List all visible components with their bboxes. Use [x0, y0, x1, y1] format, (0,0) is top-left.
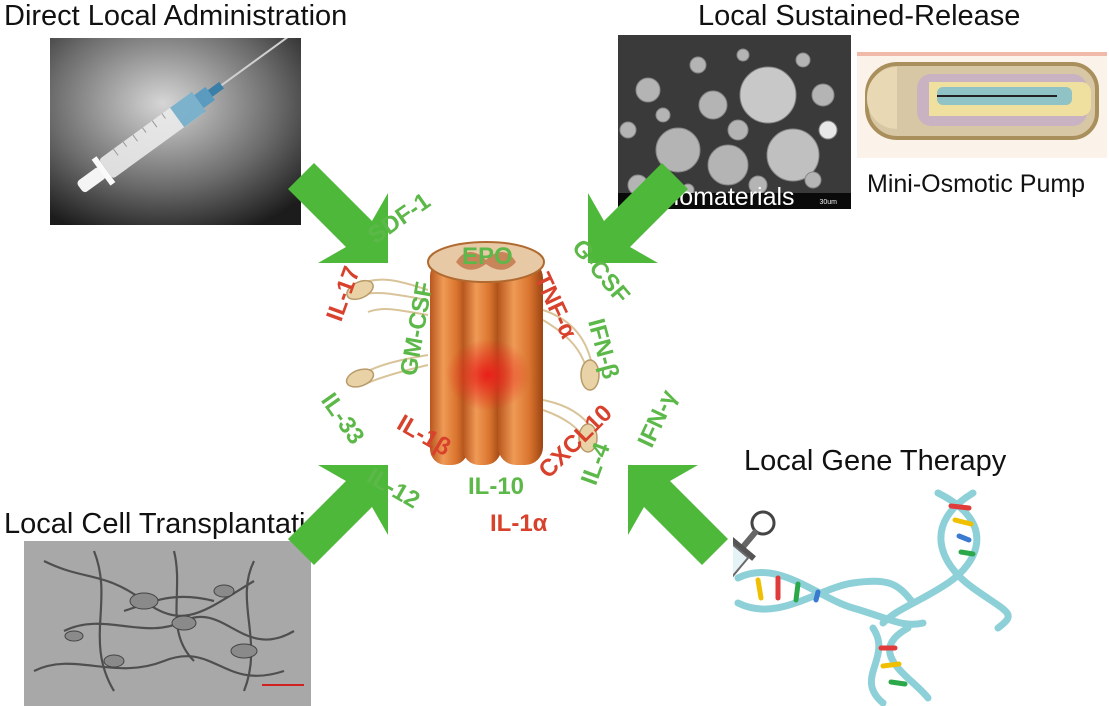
sem-scale: 30um [819, 199, 837, 206]
sustained-release-heading: Local Sustained-Release [698, 0, 1021, 32]
cytokine-il10: IL-10 [468, 473, 525, 500]
direct-administration-heading: Direct Local Administration [4, 0, 348, 32]
cytokine-ifny: IFN-γ [632, 385, 683, 452]
gene-therapy-heading: Local Gene Therapy [744, 445, 1007, 477]
gene-therapy-dna-illustration [733, 488, 1033, 706]
cell-transplantation-heading: Local Cell Transplantation [4, 508, 338, 540]
mini-osmotic-pump-caption: Mini-Osmotic Pump [867, 170, 1086, 198]
spinal-cord-illustration [338, 240, 638, 470]
cell-culture-photo [24, 541, 311, 706]
arrow-cell [288, 455, 398, 565]
mini-osmotic-pump-illustration [857, 52, 1107, 158]
cytokine-epo: EPO [462, 243, 513, 270]
syringe-photo [50, 38, 301, 225]
arrow-sustained [578, 163, 688, 273]
arrow-gene [618, 455, 728, 565]
arrow-direct [288, 163, 398, 273]
cytokine-il1a: IL-1α [490, 510, 548, 537]
